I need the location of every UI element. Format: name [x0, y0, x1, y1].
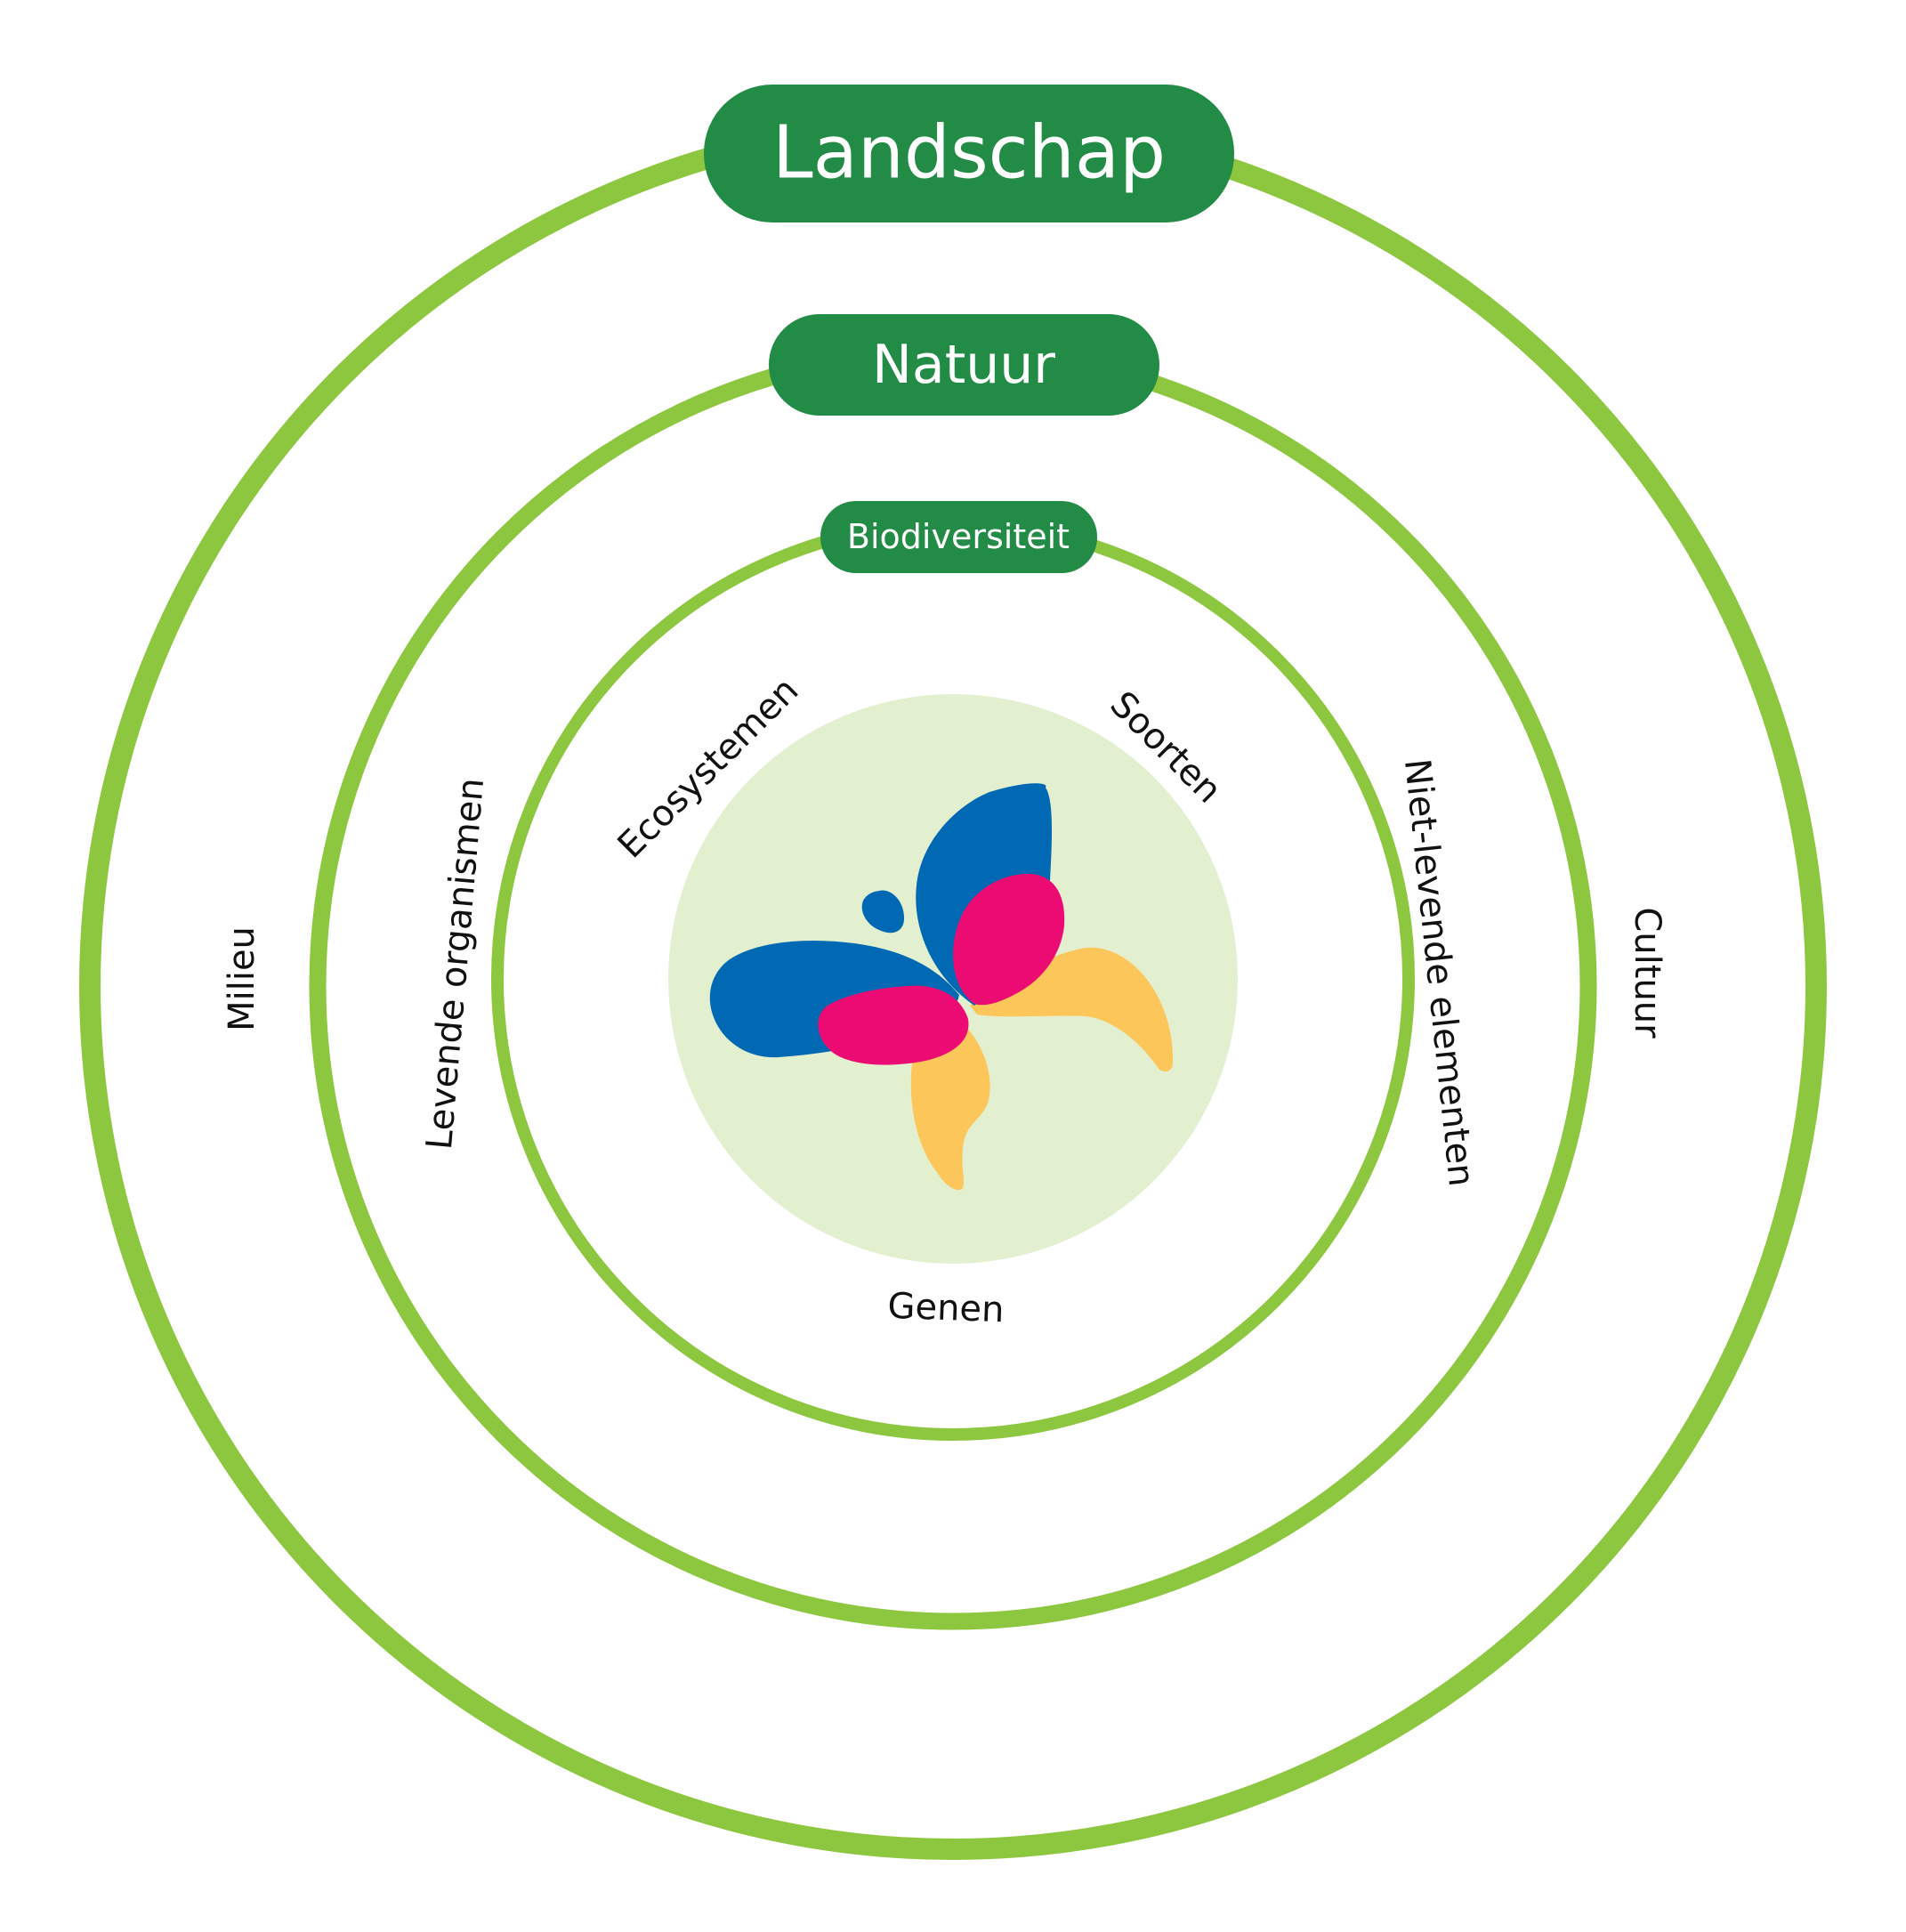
butterfly-wing-pink-left: [818, 985, 969, 1065]
landschap-badge: Landschap: [704, 85, 1234, 222]
landschap-badge-label: Landschap: [772, 111, 1166, 196]
biodiversiteit-badge-label: Biodiversiteit: [847, 517, 1070, 556]
landschap-badge-background: [704, 85, 1234, 222]
genen-label: Genen: [887, 1286, 1005, 1331]
natuur-badge: Natuur: [769, 314, 1159, 416]
natuur-badge-label: Natuur: [872, 334, 1055, 396]
biodiversiteit-badge-background: [820, 501, 1097, 573]
butterfly-icon: [709, 783, 1174, 1191]
biodiversiteit-badge: Biodiversiteit: [820, 501, 1097, 573]
cultuur-label: Cultuur: [1627, 907, 1668, 1039]
natuur-badge-background: [769, 314, 1159, 416]
milieu-label: Milieu: [222, 926, 262, 1031]
butterfly-wing-pink-right: [953, 873, 1065, 1006]
levende-organismen-label: Levende organismen: [419, 776, 492, 1151]
butterfly-head: [861, 890, 905, 934]
